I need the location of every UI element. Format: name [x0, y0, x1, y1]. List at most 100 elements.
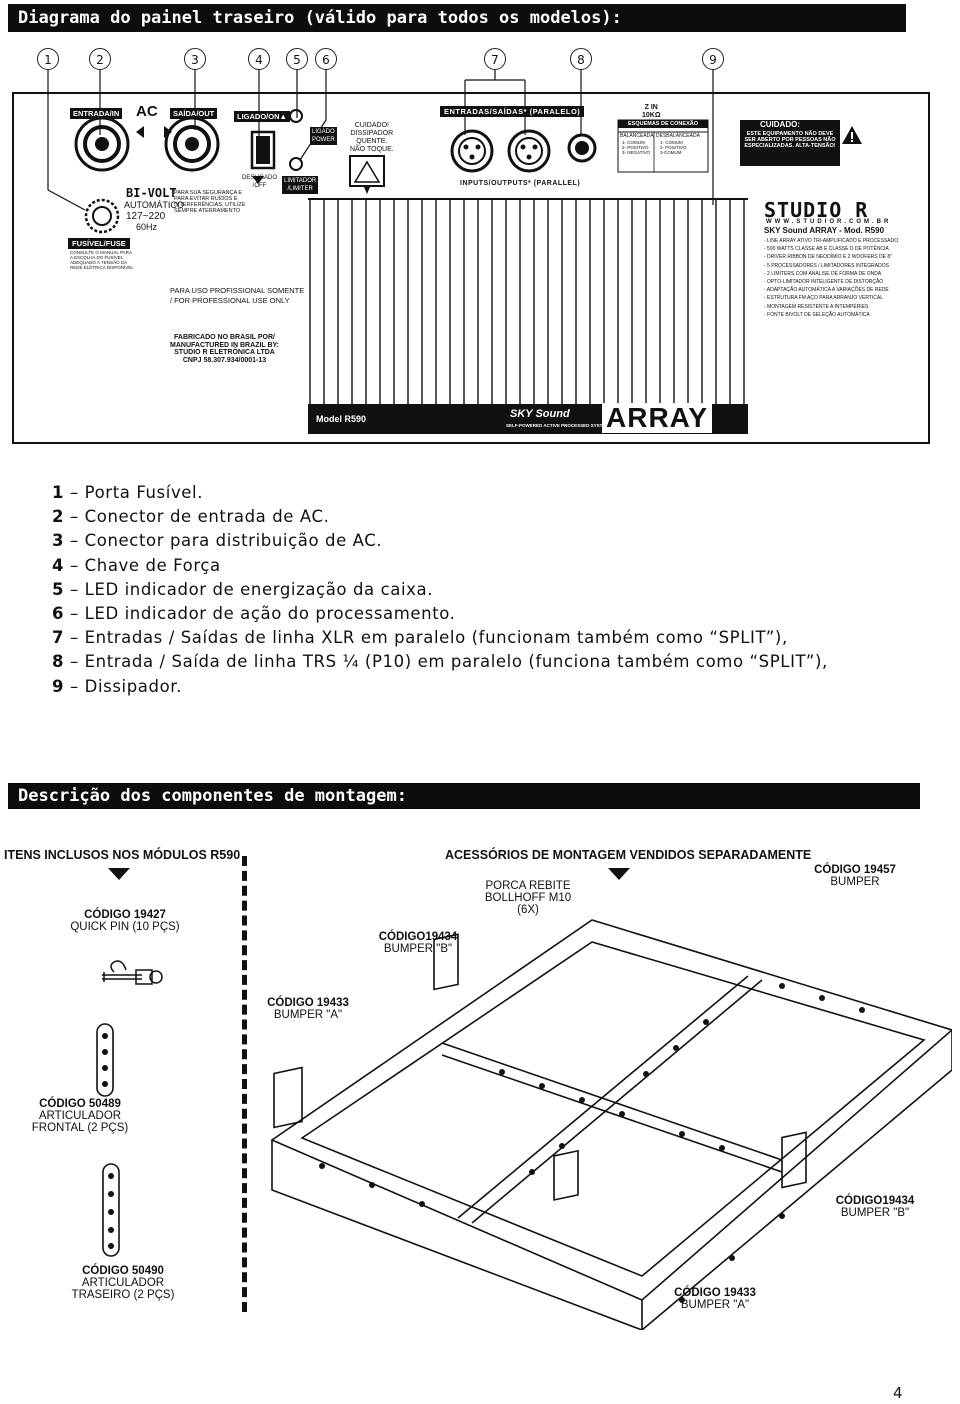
label-zin: Z IN 10KΩ: [642, 104, 661, 119]
legend-text: – Conector de entrada de AC.: [69, 507, 330, 527]
feature-item: - 590 WATTS CLASSE AB E CLASSE D DE POTÊ…: [764, 246, 889, 253]
section-title-assembly: Descrição dos componentes de montagem:: [8, 783, 920, 809]
part-code: CÓDIGO 19457: [814, 864, 896, 876]
label-consulte: CONSULTE O MANUAL PARA A ESCOLHA DO FUSÍ…: [70, 250, 134, 270]
legend-item: 7 – Entradas / Saídas de linha XLR em pa…: [52, 626, 828, 650]
legend-number: 9: [52, 676, 65, 696]
callout-6: 6: [315, 48, 337, 70]
label-balanceada: BALANCEADA: [620, 133, 654, 139]
label-automatico: AUTOMÁTICO: [124, 200, 184, 210]
front-articulator-drawing: [96, 1023, 114, 1097]
feature-item: - 5 PROCESSADORES / LIMITADORES INTEGRAD…: [764, 262, 889, 269]
self-powered-text: SELF-POWERED ACTIVE PROCESSED SYSTEM: [506, 423, 610, 428]
legend-text: – LED indicador de energização da caixa.: [69, 579, 434, 599]
part-porca-rebite: PORCA REBITE BOLLHOFF M10 (6X): [478, 880, 578, 916]
array-logo: ARRAY: [602, 403, 712, 433]
part-desc: ARTICULADOR: [81, 1277, 165, 1289]
xlr-connector-1: [450, 129, 494, 173]
legend-number: 1: [52, 483, 65, 502]
label-ligado-on: LIGADO/ON▲: [234, 111, 290, 122]
label-freq: 60Hz: [136, 222, 158, 232]
rear-panel: ENTRADA/IN AC SAÍDA/OUT LIGADO/ON▲ LIGAD…: [12, 92, 930, 444]
label-desbalanceada: DESBALANCEADA: [656, 133, 700, 139]
legend-list: 1 – Porta Fusível. 2 – Conector de entra…: [52, 481, 828, 699]
included-header: ITENS INCLUSOS NOS MÓDULOS R590: [4, 848, 241, 862]
label-bal-pins: 1- COMUM 2- POSITIVO 3- NEGATIVO: [622, 140, 651, 155]
callout-9: 9: [702, 48, 724, 70]
legend-text: – Chave de Força: [69, 555, 221, 575]
callout-4: 4: [248, 48, 270, 70]
label-voltage: 127~220: [126, 211, 166, 222]
brand-studio-r: STUDIO R: [764, 198, 869, 222]
legend-number: 7: [52, 628, 65, 648]
part-19427: CÓDIGO 19427 QUICK PIN (10 PÇS): [60, 909, 190, 933]
feature-item: - OPTO-LIMITADOR INTELIGENTE DE DISTORÇÃ…: [764, 279, 884, 286]
label-entradas-saidas: ENTRADAS/SAÍDAS* (PARALELO): [440, 106, 585, 117]
quick-pin-drawing: [102, 960, 163, 985]
warning-title: CUIDADO:: [760, 120, 800, 129]
label-desligado-off: DESLIGADO /OFF: [242, 175, 278, 189]
feature-item: - ADAPTAÇÃO AUTOMÁTICA A VARIAÇÕES DE RE…: [764, 287, 889, 294]
part-19434-top: CÓDIGO19434 BUMPER "B": [368, 931, 468, 955]
part-19457: CÓDIGO 19457 BUMPER: [800, 864, 910, 888]
feature-item: - LINE ARRAY ATIVO TRI-AMPLIFICADO E PRO…: [764, 238, 899, 244]
legend-item: 2 – Conector de entrada de AC.: [52, 505, 828, 529]
part-50490: CÓDIGO 50490 ARTICULADOR TRASEIRO (2 PÇS…: [58, 1265, 188, 1301]
limiter-led: [289, 157, 303, 171]
xlr-connector-2: [507, 129, 551, 173]
part-code: CÓDIGO 19427: [84, 909, 166, 921]
power-led: [289, 109, 303, 123]
section-title-rear-panel: Diagrama do painel traseiro (válido para…: [8, 4, 906, 32]
part-code: CÓDIGO19434: [835, 1195, 915, 1207]
part-desc: FRONTAL (2 PÇS): [31, 1122, 129, 1134]
legend-number: 6: [52, 604, 65, 624]
brand-website: WWW.STUDIOR.COM.BR: [766, 219, 892, 225]
legend-item: 5 – LED indicador de energização da caix…: [52, 578, 828, 602]
part-code: CÓDIGO 50490: [82, 1265, 164, 1277]
legend-item: 6 – LED indicador de ação do processamen…: [52, 602, 828, 626]
label-bivolt: BI-VOLT: [126, 186, 177, 200]
part-code: CÓDIGO 19433: [674, 1287, 756, 1299]
part-19433-bottom: CÓDIGO 19433 BUMPER "A": [660, 1287, 770, 1311]
label-entrada-in: ENTRADA/IN: [70, 108, 123, 119]
legend-text: – Dissipador.: [69, 676, 182, 696]
legend-item: 1 – Porta Fusível.: [52, 481, 828, 505]
part-desc: BUMPER "A": [273, 1009, 343, 1021]
warning-text: ESTE EQUIPAMENTO NÃO DEVE SER ABERTO POR…: [744, 131, 836, 149]
part-19433-top: CÓDIGO 19433 BUMPER "A": [258, 997, 358, 1021]
legend-number: 4: [52, 555, 65, 575]
legend-text: – Conector para distribuição de AC.: [69, 531, 383, 551]
part-code: CÓDIGO19434: [378, 931, 458, 943]
included-arrow: [108, 868, 130, 880]
rear-articulator-drawing: [102, 1163, 120, 1257]
feature-item: - FONTE BIVOLT DE SELEÇÃO AUTOMÁTICA: [764, 311, 870, 318]
callout-2: 2: [89, 48, 111, 70]
label-saida-out: SAÍDA/OUT: [170, 108, 218, 119]
label-fabricado: FABRICADO NO BRASIL POR/ MANUFACTURED IN…: [170, 334, 280, 364]
part-desc: BOLLHOFF M10: [484, 892, 572, 904]
feature-item: - ESTRUTURA FM AÇO PARA ARRANJO VERTICAL: [764, 295, 884, 302]
label-uso-profissional: PARA USO PROFISSIONAL SOMENTE / FOR PROF…: [170, 286, 305, 305]
part-code: CÓDIGO 50489: [39, 1098, 121, 1110]
part-desc: ARTICULADOR: [38, 1110, 122, 1122]
legend-item: 9 – Dissipador.: [52, 675, 828, 699]
legend-number: 8: [52, 652, 65, 672]
legend-text: – Entradas / Saídas de linha XLR em para…: [69, 628, 788, 648]
model-banner: Model R590 SKY Sound SELF-POWERED ACTIVE…: [308, 403, 748, 434]
feature-item: - DRIVER RIBBON DE NEODÍMIO E 2 WOOFERS …: [764, 254, 892, 261]
warning-box: CUIDADO: ESTE EQUIPAMENTO NÃO DEVE SER A…: [740, 120, 840, 166]
legend-text: – Entrada / Saída de linha TRS ¼ (P10) e…: [69, 652, 828, 672]
callout-8: 8: [570, 48, 592, 70]
label-esquemas: ESQUEMAS DE CONEXÃO: [618, 120, 708, 128]
divider-dashed: [242, 856, 247, 1312]
page-number: 4: [893, 1384, 903, 1402]
part-desc: QUICK PIN (10 PÇS): [70, 921, 180, 933]
label-limitador: LIMITADOR /LIMITER: [282, 176, 319, 194]
part-desc: PORCA REBITE: [485, 880, 571, 892]
label-cuidado-quente: CUIDADO! DISSIPADOR QUENTE. NÃO TOQUE.: [350, 122, 394, 153]
heatsink-fins: [309, 198, 745, 406]
legend-item: 3 – Conector para distribuição de AC.: [52, 529, 828, 553]
accessories-header: ACESSÓRIOS DE MONTAGEM VENDIDOS SEPARADA…: [445, 848, 812, 862]
feature-item: - MONTAGEM RESISTENTE A INTEMPÉRIES: [764, 303, 869, 310]
power-switch: [250, 130, 276, 170]
